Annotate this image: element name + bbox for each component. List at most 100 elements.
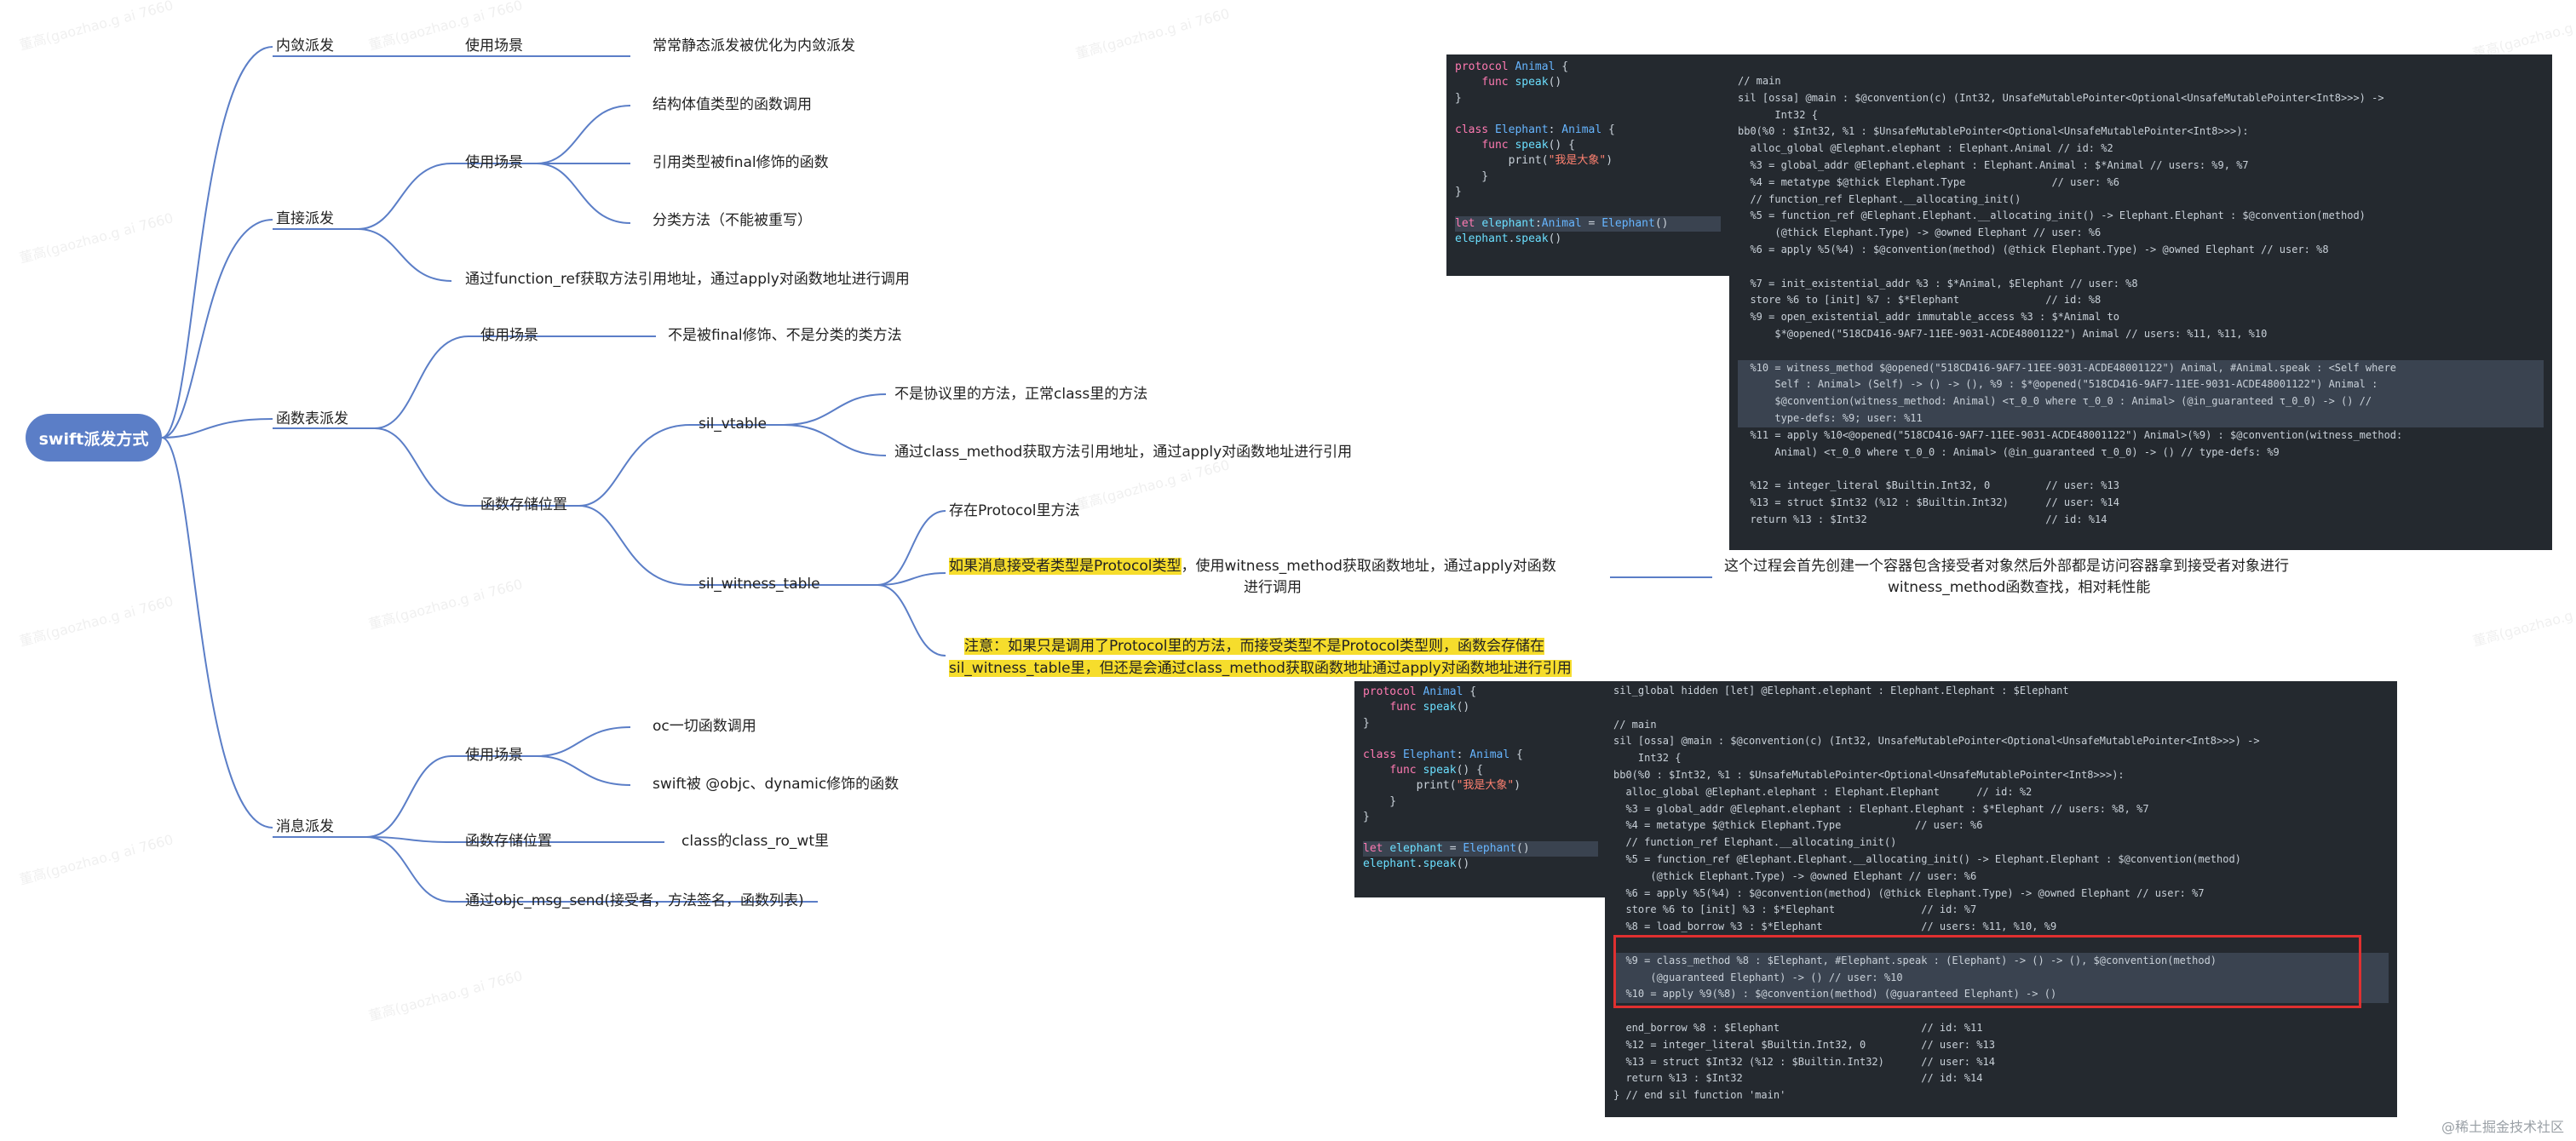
connector [357,163,452,230]
connector [536,755,631,786]
code-line: alloc_global @Elephant.elephant : Elepha… [1613,785,2033,798]
connector [783,393,887,426]
code-line: %8 = load_borrow %3 : $*Elephant // user… [1613,920,2057,933]
code-line: %5 = function_ref @Elephant.Elephant.__a… [1738,209,2366,222]
table-scene-desc[interactable]: 不是被final修饰、不是分类的类方法 [668,327,902,344]
code-line: } // end sil function 'main' [1613,1089,1786,1102]
code-line: %7 = init_existential_addr %3 : $*Animal… [1738,277,2138,290]
vtable-item-class[interactable]: 不是协议里的方法，正常class里的方法 [894,386,1148,403]
code-line: } [1455,186,1462,199]
direct-item-final[interactable]: 引用类型被final修饰的函数 [653,154,829,171]
root-node[interactable]: swift派发方式 [26,414,162,462]
code-line: let elephant:Animal = Elephant() [1455,215,1721,232]
branch-message[interactable]: 消息派发 [276,818,334,835]
red-highlight-box [1613,935,2361,1008]
code-line: %13 = struct $Int32 (%12 : $Builtin.Int3… [1613,1055,1995,1068]
message-storage[interactable]: 函数存储位置 [465,833,552,850]
branch-table[interactable]: 函数表派发 [276,410,348,427]
code-line: print("我是大象") [1455,154,1613,168]
connector [536,726,631,757]
code-line [1363,731,1598,747]
message-scene[interactable]: 使用场景 [465,747,523,764]
code-line: %11 = apply %10<@opened("518CD416-9AF7-1… [1738,428,2403,441]
code-line: elephant.speak() [1363,857,1470,871]
message-note[interactable]: 通过objc_msg_send(接受者，方法签名，函数列表) [465,892,804,909]
footer-credit: @稀土掘金技术社区 [2441,1119,2564,1135]
code-line: (@thick Elephant.Type) -> @owned Elephan… [1613,869,1977,882]
highlight-text: 如果消息接受者类型是Protocol类型 [949,558,1182,575]
connector [578,505,691,586]
code-line: return %13 : $Int32 // id: %14 [1738,513,2107,525]
connector [365,755,452,838]
code-line: elephant.speak() [1455,232,1562,246]
code-line: // main [1738,75,1781,87]
connector [161,46,273,439]
code-line [1613,700,2389,717]
vtable-node[interactable]: sil_vtable [699,416,767,433]
message-item-oc[interactable]: oc一切函数调用 [653,718,756,735]
code-line: %4 = metatype $@thick Elephant.Type // u… [1738,175,2119,188]
direct-note[interactable]: 通过function_ref获取方法引用地址，通过apply对函数地址进行调用 [465,271,910,288]
witness-table-node[interactable]: sil_witness_table [699,576,820,593]
code-line: } [1363,811,1370,824]
code-line: bb0(%0 : $Int32, %1 : $UnsafeMutablePoin… [1738,125,2249,138]
code-line: } [1455,91,1462,105]
inline-scene[interactable]: 使用场景 [465,37,523,54]
connector [365,836,452,903]
code-line: sil [ossa] @main : $@convention(c) (Int3… [1613,735,2260,748]
witness-item-protocol-type[interactable]: 如果消息接受者类型是Protocol类型，使用witness_method获取函… [949,557,1556,576]
connector [536,163,631,224]
code-line: %6 = apply %5(%4) : $@convention(method)… [1613,886,2205,899]
message-item-objc-dynamic[interactable]: swift被 @objc、dynamic修饰的函数 [653,776,900,793]
code-line: %3 = global_addr @Elephant.elephant : El… [1613,802,2149,815]
code-line [1363,826,1598,841]
code-line: Int32 { [1613,752,1682,765]
connector [536,105,631,164]
code-line [1738,461,2544,478]
code-line: func speak() { [1481,138,1575,152]
witness-item-rest: ，使用witness_method获取函数地址，通过apply对函数 [1181,558,1556,575]
code-line: store %6 to [init] %3 : $*Elephant // id… [1613,903,1977,916]
vtable-item-class-method[interactable]: 通过class_method获取方法引用地址，通过apply对函数地址进行引用 [894,444,1353,461]
table-scene[interactable]: 使用场景 [480,327,538,344]
code-line: (@guaranteed Elephant) -> () // user: %1… [1613,969,2389,987]
code-line: bb0(%0 : $Int32, %1 : $UnsafeMutablePoin… [1613,768,2125,781]
witness-detail-line1[interactable]: 这个过程会首先创建一个容器包含接受者对象然后外部都是访问容器拿到接受者对象进行 [1724,558,2289,575]
branch-inline[interactable]: 内敛派发 [276,37,334,54]
code-line: %12 = integer_literal $Builtin.Int32, 0 … [1613,1038,1995,1051]
code-line: %10 = witness_method $@opened("518CD416-… [1738,359,2544,377]
code-line: %3 = global_addr @Elephant.elephant : El… [1738,158,2249,171]
code-line: %4 = metatype $@thick Elephant.Type // u… [1613,819,1983,832]
direct-scene[interactable]: 使用场景 [465,154,523,171]
direct-item-struct[interactable]: 结构体值类型的函数调用 [653,96,812,113]
branch-direct[interactable]: 直接派发 [276,210,334,227]
code-line: Self : Animal> (Self) -> () -> (), %9 : … [1738,376,2544,394]
witness-item-protocol-type-line2: 进行调用 [1244,579,1302,596]
witness-note-line2: sil_witness_table里，但还是会通过class_method获取函… [949,660,1572,677]
code-line: end_borrow %8 : $Elephant // id: %11 [1613,1021,1983,1034]
witness-item-protocol[interactable]: 存在Protocol里方法 [949,502,1080,519]
connector [877,510,946,586]
code-line: $*@opened("518CD416-9AF7-11EE-9031-ACDE4… [1738,327,2268,340]
code-line: } [1363,794,1397,808]
direct-item-category[interactable]: 分类方法（不能被重写） [653,212,812,229]
connector [877,572,946,586]
code-line: // main [1613,718,1657,731]
code-line: %10 = apply %9(%8) : $@convention(method… [1613,986,2389,1004]
inline-scene-desc[interactable]: 常常静态派发被优化为内敛派发 [653,37,855,54]
connector [374,335,469,429]
table-storage[interactable]: 函数存储位置 [480,496,567,513]
code-panel-swift-class: protocol Animal { func speak() } class E… [1354,681,1607,897]
code-line: // function_ref Elephant.__allocating_in… [1613,836,1897,849]
message-storage-desc[interactable]: class的class_ro_wt里 [681,833,829,850]
connector [161,418,273,439]
code-line: %13 = struct $Int32 (%12 : $Builtin.Int3… [1738,496,2119,508]
code-line: let elephant = Elephant() [1363,840,1598,857]
connector [357,228,452,282]
code-line: %9 = open_existential_addr immutable_acc… [1738,311,2119,324]
code-line: protocol Animal { [1455,60,1569,73]
code-line [1455,106,1721,122]
connector [161,219,273,439]
witness-note-line1[interactable]: 注意：如果只是调用了Protocol里的方法，而接受类型不是Protocol类型… [964,638,1545,655]
